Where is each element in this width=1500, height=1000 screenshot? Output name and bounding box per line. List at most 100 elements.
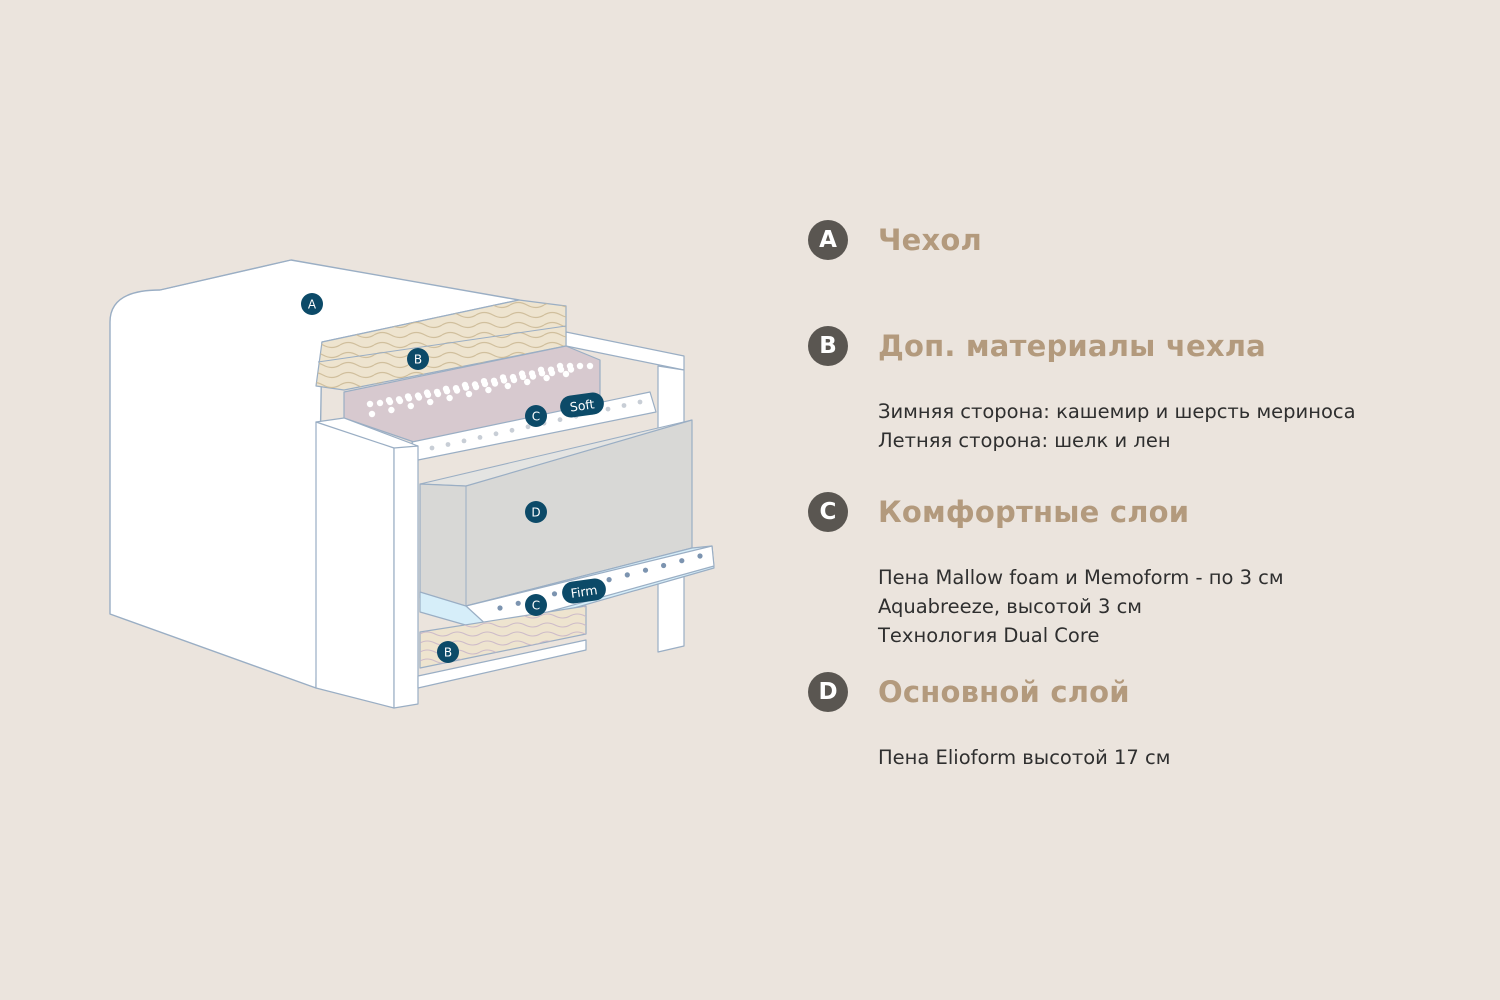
perforation-dot [504, 382, 511, 390]
perforation-dot [465, 390, 473, 398]
perforation-dot [524, 378, 531, 386]
legend-item-a-title: Чехол [878, 223, 982, 257]
letter-c-badge: C [808, 492, 848, 532]
legend-item-b: B Доп. материалы чехла Зимняя сторона: к… [808, 324, 1468, 455]
cover-shell [109, 259, 520, 689]
marker-c-bottom: C [525, 594, 547, 616]
letter-d-badge: D [808, 672, 848, 712]
marker-c-bottom-label: C [532, 599, 540, 613]
marker-a-label: A [308, 298, 317, 312]
legend-line: Пена Elioform высотой 17 см [878, 746, 1171, 769]
perforation-dot [477, 435, 483, 440]
perforation-dot [446, 394, 453, 402]
firm-tag-label: Firm [570, 582, 599, 601]
legend-item-c: C Комфортные слои Пена Mallow foam и Mem… [808, 490, 1468, 650]
marker-d: D [525, 501, 547, 523]
legend-line: Зимняя сторона: кашемир и шерсть меринос… [878, 400, 1356, 423]
marker-b-bottom-label: B [444, 646, 452, 660]
legend-item-d-title: Основной слой [878, 675, 1130, 709]
perforation-dot [497, 605, 503, 611]
perforation-dot [551, 591, 558, 597]
perforation-dot [557, 417, 563, 423]
perforation-dot [509, 427, 515, 433]
legend-item-b-lines: Зимняя сторона: кашемир и шерсть меринос… [878, 397, 1468, 455]
perforation-dot [388, 406, 395, 414]
marker-c-top: C [525, 405, 547, 427]
soft-foam-perforations [366, 362, 594, 418]
perforation-dot [621, 403, 627, 408]
perforation-dot [519, 373, 527, 380]
perforation-dot [386, 398, 394, 406]
perforation-dot [606, 577, 612, 583]
letter-b-badge: B [808, 326, 848, 366]
legend-line: Пена Mallow foam и Memoform - по 3 см [878, 566, 1284, 589]
perforation-dot [624, 572, 630, 578]
legend-line: Летняя сторона: шелк и лен [878, 429, 1171, 452]
perforation-dot [407, 402, 414, 410]
perforation-dot [562, 370, 570, 378]
perforation-dot [453, 387, 461, 394]
legend-item-d-head: D Основной слой [808, 670, 1468, 714]
legend-item-a-head: A Чехол [808, 218, 1468, 262]
legend-item-c-head: C Комфортные слои [808, 490, 1468, 534]
firm-tag: Firm [562, 578, 606, 604]
perforation-dot [576, 362, 584, 370]
perforation-dot [637, 399, 643, 405]
legend-item-d-lines: Пена Elioform высотой 17 см [878, 743, 1468, 772]
perforation-dot [493, 431, 499, 437]
perforation-dot [415, 394, 423, 401]
perforation-dot [586, 362, 594, 370]
perforation-dot [368, 410, 376, 418]
perforation-dot [366, 400, 374, 408]
legend-line: Технология Dual Core [878, 624, 1100, 647]
marker-c-top-label: C [532, 410, 540, 424]
perforation-dot [679, 558, 685, 564]
legend-item-a: A Чехол [808, 218, 1468, 262]
perforation-dot [500, 377, 508, 384]
legend-item-b-title: Доп. материалы чехла [878, 329, 1266, 363]
top-wool-texture [316, 300, 566, 390]
frame-base [417, 639, 587, 689]
cover-top-edge [159, 259, 292, 291]
legend-item-c-title: Комфортные слои [878, 495, 1190, 529]
legend-item-b-head: B Доп. материалы чехла [808, 324, 1468, 368]
bottom-silk-texture [420, 606, 586, 668]
perforation-dot [697, 553, 703, 559]
frame-front-post [315, 421, 395, 709]
perforation-dot [462, 384, 470, 391]
perforation-dot [548, 369, 556, 377]
letter-a-badge: A [808, 220, 848, 260]
perforation-dot [434, 390, 442, 398]
perforation-dot [543, 374, 550, 382]
perforation-dot [515, 600, 521, 606]
perforation-dot [557, 366, 565, 373]
marker-d-label: D [531, 506, 540, 520]
soft-tag: Soft [560, 392, 604, 418]
marker-b-bottom: B [437, 641, 459, 663]
perforation-dot [461, 438, 467, 444]
perforation-dot [567, 366, 575, 373]
perforation-dot [472, 383, 480, 391]
perforation-dot [405, 395, 413, 402]
legend-line: Aquabreeze, высотой 3 см [878, 595, 1143, 618]
frame-inner-post [393, 445, 419, 709]
marker-a: A [301, 293, 323, 315]
legend-item-d: D Основной слой Пена Elioform высотой 17… [808, 670, 1468, 772]
legend-item-c-lines: Пена Mallow foam и Memoform - по 3 см Aq… [878, 563, 1468, 650]
perforation-dot [445, 442, 451, 447]
perforation-dot [396, 397, 404, 405]
perforation-dot [642, 567, 649, 573]
top-wool-seam [317, 325, 567, 363]
perforation-dot [510, 376, 518, 384]
perforation-dot [376, 399, 384, 407]
perforation-dot [525, 424, 531, 430]
perforation-dot [443, 388, 451, 395]
perforation-dot [481, 380, 489, 388]
perforation-dot [605, 406, 611, 412]
perforation-dot [661, 562, 667, 569]
perforation-dot [538, 370, 546, 377]
mattress-layers-diagram: A B C Soft D C Firm B [109, 259, 715, 709]
perforation-dot [427, 398, 434, 406]
perforation-dot [491, 380, 499, 387]
perforation-dot [485, 386, 492, 394]
